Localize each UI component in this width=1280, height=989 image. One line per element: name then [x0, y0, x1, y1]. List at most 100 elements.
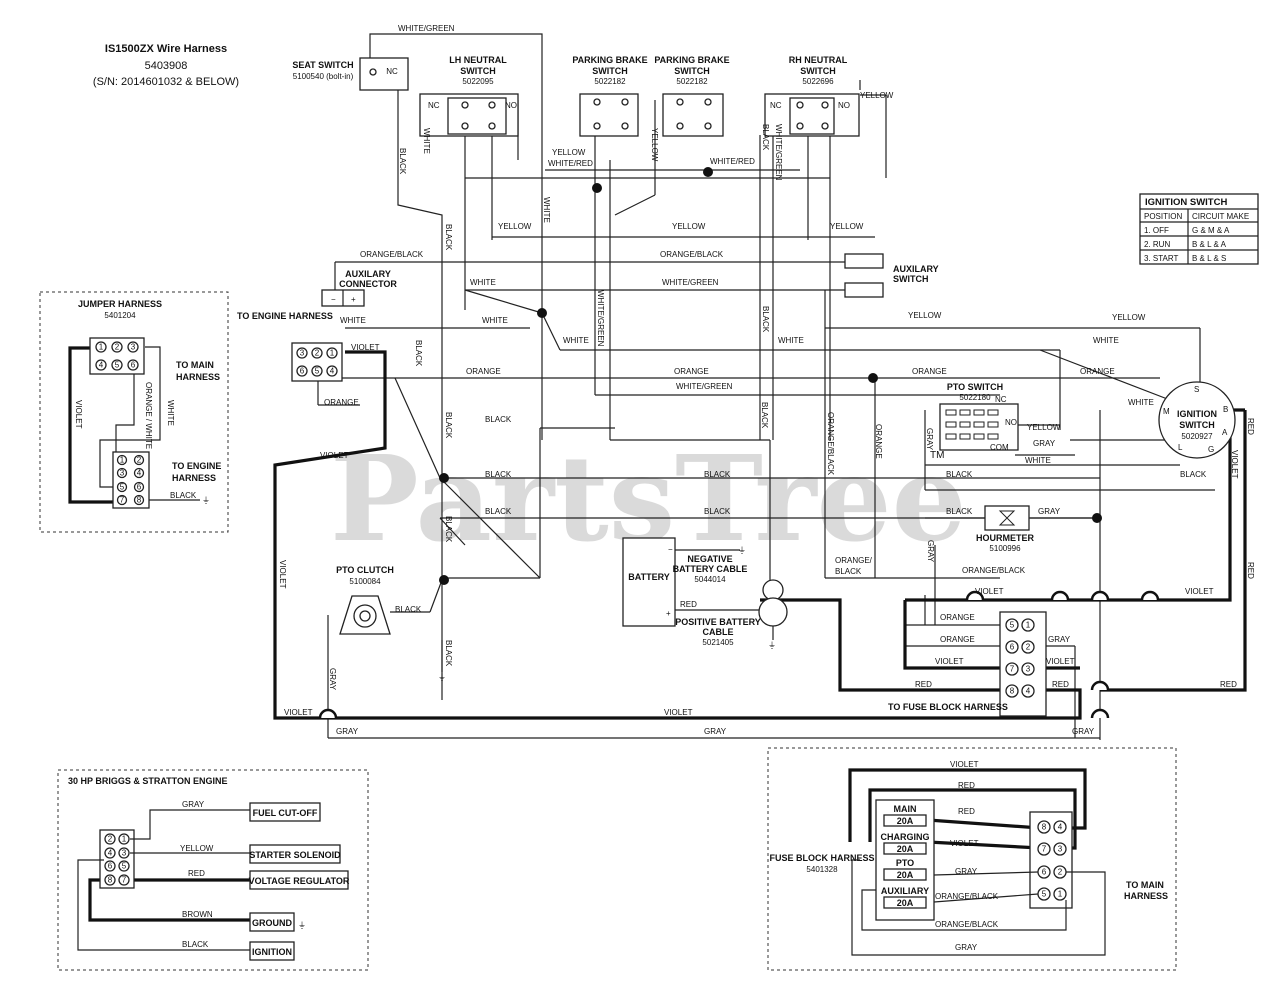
svg-text:POSITION: POSITION [1144, 212, 1182, 221]
pto-switch: PTO SWITCH 5022180 NC NO COM [939, 382, 1019, 452]
svg-text:6: 6 [300, 367, 305, 376]
crossing-humps [318, 590, 1160, 719]
svg-text:WHITE/GREEN: WHITE/GREEN [596, 290, 605, 347]
svg-text:MAIN: MAIN [894, 804, 917, 814]
svg-text:1: 1 [1058, 890, 1063, 899]
svg-text:GRAY: GRAY [926, 540, 935, 563]
svg-text:BLACK: BLACK [1180, 470, 1207, 479]
svg-text:SWITCH: SWITCH [800, 66, 836, 76]
svg-text:HOURMETER: HOURMETER [976, 533, 1034, 543]
svg-text:VIOLET: VIOLET [975, 587, 1004, 596]
title-block: IS1500ZX Wire Harness 5403908 (S/N: 2014… [93, 43, 239, 88]
svg-text:5: 5 [122, 862, 127, 871]
svg-text:HARNESS: HARNESS [172, 473, 216, 483]
svg-text:BLACK: BLACK [704, 470, 731, 479]
svg-text:RED: RED [188, 869, 205, 878]
svg-text:BLACK: BLACK [444, 516, 453, 543]
svg-text:1: 1 [122, 835, 127, 844]
svg-text:JUMPER HARNESS: JUMPER HARNESS [78, 299, 162, 309]
svg-text:2: 2 [1026, 643, 1031, 652]
parking-brake-switch-1: PARKING BRAKE SWITCH 5022182 [572, 55, 648, 137]
svg-text:VIOLET: VIOLET [950, 839, 979, 848]
svg-text:WHITE: WHITE [1025, 456, 1051, 465]
svg-text:PARKING BRAKE: PARKING BRAKE [572, 55, 647, 65]
svg-text:BLACK: BLACK [704, 507, 731, 516]
svg-text:HARNESS: HARNESS [176, 372, 220, 382]
svg-text:GRAY: GRAY [925, 428, 934, 451]
fuse-connector-main: 5 1 6 2 7 3 8 4 TO FUSE BLOCK HARNESS [888, 611, 1047, 717]
svg-text:20A: 20A [897, 870, 914, 880]
svg-text:SWITCH: SWITCH [674, 66, 710, 76]
svg-text:⏚: ⏚ [438, 673, 446, 682]
svg-text:VIOLET: VIOLET [320, 451, 349, 460]
svg-text:1: 1 [120, 456, 125, 465]
svg-text:WHITE: WHITE [542, 197, 551, 223]
svg-text:SWITCH: SWITCH [1179, 420, 1215, 430]
svg-text:ORANGE/BLACK: ORANGE/BLACK [360, 250, 424, 259]
svg-text:7: 7 [120, 496, 125, 505]
svg-text:TO ENGINE: TO ENGINE [172, 461, 221, 471]
svg-text:POSITIVE BATTERY: POSITIVE BATTERY [675, 617, 761, 627]
svg-text:1: 1 [99, 343, 104, 352]
svg-text:VIOLET: VIOLET [351, 343, 380, 352]
svg-text:ORANGE/BLACK: ORANGE/BLACK [660, 250, 724, 259]
svg-text:BLACK: BLACK [485, 507, 512, 516]
svg-text:4: 4 [1058, 823, 1063, 832]
svg-text:YELLOW: YELLOW [672, 222, 706, 231]
svg-text:BLACK: BLACK [395, 605, 422, 614]
title-line1: IS1500ZX Wire Harness [105, 43, 227, 55]
svg-text:NC: NC [995, 395, 1007, 404]
svg-text:BLACK: BLACK [414, 340, 423, 367]
svg-text:GRAY: GRAY [328, 668, 337, 691]
svg-text:GRAY: GRAY [1038, 507, 1061, 516]
svg-text:VIOLET: VIOLET [950, 760, 979, 769]
svg-text:WHITE/GREEN: WHITE/GREEN [398, 24, 455, 33]
svg-text:5: 5 [315, 367, 320, 376]
svg-text:VIOLET: VIOLET [935, 657, 964, 666]
svg-text:VIOLET: VIOLET [278, 560, 287, 589]
svg-text:5100084: 5100084 [349, 577, 381, 586]
svg-text:5: 5 [120, 483, 125, 492]
ignition-table: IGNITION SWITCH POSITION CIRCUIT MAKE 1.… [1139, 193, 1259, 265]
svg-text:YELLOW: YELLOW [1027, 423, 1061, 432]
svg-text:B & L & A: B & L & A [1192, 240, 1227, 249]
svg-text:⏚: ⏚ [768, 641, 776, 650]
svg-text:3: 3 [131, 343, 136, 352]
svg-text:4: 4 [108, 849, 113, 858]
svg-text:SWITCH: SWITCH [893, 274, 929, 284]
svg-text:ORANGE: ORANGE [940, 613, 975, 622]
svg-text:ORANGE/: ORANGE/ [835, 556, 873, 565]
title-line3: (S/N: 2014601032 & BELOW) [93, 76, 239, 88]
svg-text:RED: RED [958, 781, 975, 790]
svg-text:ORANGE/BLACK: ORANGE/BLACK [935, 892, 999, 901]
svg-text:VIOLET: VIOLET [1185, 587, 1214, 596]
svg-text:5100996: 5100996 [989, 544, 1021, 553]
svg-text:GRAY: GRAY [182, 800, 205, 809]
svg-text:4: 4 [99, 361, 104, 370]
svg-text:−: − [331, 295, 336, 304]
svg-text:4: 4 [137, 469, 142, 478]
svg-text:WHITE: WHITE [340, 316, 366, 325]
svg-text:7: 7 [122, 876, 127, 885]
svg-text:+: + [666, 609, 671, 618]
svg-text:BLACK: BLACK [398, 148, 407, 175]
svg-text:RED: RED [1220, 680, 1237, 689]
svg-text:20A: 20A [897, 816, 914, 826]
svg-text:5: 5 [115, 361, 120, 370]
svg-text:BLACK: BLACK [946, 470, 973, 479]
svg-text:WHITE/GREEN: WHITE/GREEN [662, 278, 719, 287]
svg-text:+: + [351, 295, 356, 304]
svg-text:BATTERY CABLE: BATTERY CABLE [673, 564, 748, 574]
svg-text:NO: NO [1005, 418, 1017, 427]
svg-text:VIOLET: VIOLET [284, 708, 313, 717]
svg-text:SEAT SWITCH: SEAT SWITCH [292, 60, 353, 70]
svg-text:BLACK: BLACK [761, 306, 770, 333]
engine-box: 30 HP BRIGGS & STRATTON ENGINE 2 1 4 3 6… [57, 769, 369, 971]
svg-text:PTO SWITCH: PTO SWITCH [947, 382, 1003, 392]
svg-text:8: 8 [137, 496, 142, 505]
engine-harness-connector: TO ENGINE HARNESS 3 2 1 6 5 4 [237, 311, 343, 382]
svg-text:RED: RED [1246, 418, 1255, 435]
svg-text:ORANGE: ORANGE [1080, 367, 1115, 376]
svg-text:ORANGE: ORANGE [466, 367, 501, 376]
svg-text:6: 6 [137, 483, 142, 492]
